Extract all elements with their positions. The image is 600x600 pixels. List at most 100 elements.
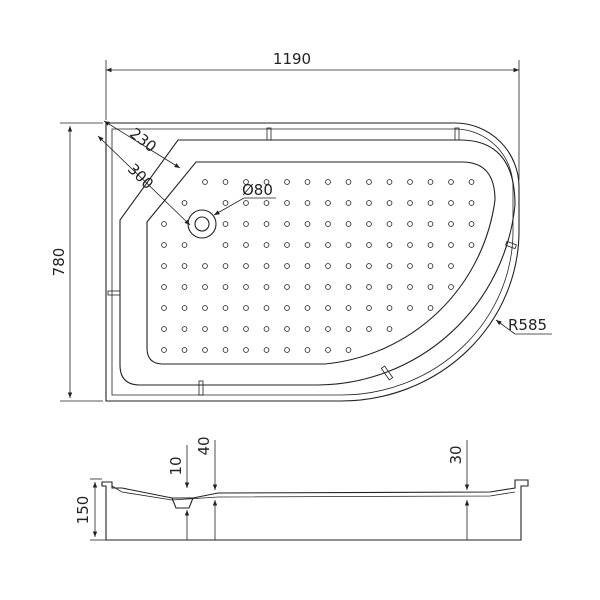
anti-slip-dot <box>161 263 167 269</box>
anti-slip-dots <box>161 179 475 353</box>
anti-slip-dot <box>243 305 249 311</box>
anti-slip-dot <box>325 326 331 332</box>
anti-slip-dot <box>407 242 413 248</box>
anti-slip-dot <box>386 200 393 206</box>
anti-slip-dot <box>181 242 188 248</box>
anti-slip-dot <box>263 284 270 290</box>
anti-slip-dot <box>222 221 229 227</box>
drain-depth-dimension: 10 <box>167 445 190 540</box>
anti-slip-dot <box>202 326 208 332</box>
drain-dimension: Ø80 <box>213 181 276 216</box>
anti-slip-dot <box>243 200 249 206</box>
anti-slip-dot <box>407 179 413 185</box>
anti-slip-dot <box>243 242 249 248</box>
anti-slip-dot <box>345 326 352 332</box>
anti-slip-dot <box>407 221 413 227</box>
anti-slip-dot <box>345 263 352 269</box>
height-label: 150 <box>74 496 92 525</box>
anti-slip-dot <box>386 221 393 227</box>
anti-slip-dot <box>304 305 311 311</box>
anti-slip-dot <box>345 305 352 311</box>
anti-slip-dot <box>427 263 434 269</box>
depth-label: 780 <box>50 248 68 277</box>
anti-slip-dot <box>304 179 311 185</box>
anti-slip-dot <box>243 284 249 290</box>
anti-slip-dot <box>366 284 372 290</box>
tray-profile-outline <box>101 479 529 541</box>
anti-slip-dot <box>284 326 290 332</box>
anti-slip-dot <box>222 347 229 353</box>
anti-slip-dot <box>243 263 249 269</box>
anti-slip-dot <box>222 305 229 311</box>
anti-slip-dot <box>161 221 167 227</box>
drain-outer <box>187 209 217 239</box>
anti-slip-dot <box>325 179 331 185</box>
anti-slip-dot <box>386 305 393 311</box>
anti-slip-dot <box>325 242 331 248</box>
anti-slip-dot <box>304 242 311 248</box>
anti-slip-dot <box>263 221 270 227</box>
anti-slip-dot <box>366 242 372 248</box>
anti-slip-dot <box>222 242 229 248</box>
anti-slip-dot <box>263 242 270 248</box>
anti-slip-dot <box>345 179 352 185</box>
tray-outer-outline <box>105 122 520 402</box>
anti-slip-dot <box>407 200 413 206</box>
anti-slip-dot <box>345 221 352 227</box>
anti-slip-dot <box>448 200 454 206</box>
anti-slip-dot <box>366 179 372 185</box>
radius-label: R585 <box>508 316 547 334</box>
drain-trap <box>171 497 194 509</box>
left-height-label: 40 <box>195 436 213 455</box>
anti-slip-dot <box>222 179 229 185</box>
anti-slip-dot <box>427 221 434 227</box>
anti-slip-dot <box>386 284 393 290</box>
anti-slip-dot <box>407 284 413 290</box>
anti-slip-dot <box>366 263 372 269</box>
anti-slip-dot <box>448 242 454 248</box>
anti-slip-dot <box>284 179 290 185</box>
tray-profile-inner <box>111 485 516 501</box>
left-height-dimension: 40 <box>195 436 218 540</box>
anti-slip-dot <box>366 200 372 206</box>
anti-slip-dot <box>284 284 290 290</box>
anti-slip-dot <box>304 326 311 332</box>
anti-slip-dot <box>202 284 208 290</box>
anti-slip-dot <box>202 347 208 353</box>
anti-slip-dot <box>325 200 331 206</box>
anti-slip-dot <box>161 284 167 290</box>
anti-slip-dot <box>161 242 167 248</box>
drain-inner <box>194 216 210 232</box>
anti-slip-dot <box>181 200 188 206</box>
top-view: 1190 780 230 300 Ø80 R585 <box>50 50 552 402</box>
anti-slip-dot <box>263 179 270 185</box>
anti-slip-dot <box>284 347 290 353</box>
anti-slip-dot <box>263 200 270 206</box>
anti-slip-dot <box>427 179 434 185</box>
anti-slip-dot <box>325 221 331 227</box>
tray-basin <box>119 139 516 386</box>
drain-diameter-label: Ø80 <box>242 181 273 199</box>
anti-slip-dot <box>243 326 249 332</box>
anti-slip-dot <box>325 305 331 311</box>
anti-slip-dot <box>427 284 434 290</box>
anti-slip-dot <box>366 326 372 332</box>
height-dimension: 150 <box>74 478 106 541</box>
anti-slip-dot <box>181 284 188 290</box>
rim-ticks <box>107 127 517 396</box>
anti-slip-dot <box>243 347 249 353</box>
anti-slip-dot <box>386 179 393 185</box>
anti-slip-dot <box>181 347 188 353</box>
anti-slip-dot <box>448 284 454 290</box>
anti-slip-dot <box>161 326 167 332</box>
anti-slip-dot <box>181 263 188 269</box>
anti-slip-dot <box>181 305 188 311</box>
anti-slip-dot <box>366 305 372 311</box>
depth-dimension: 780 <box>50 122 103 402</box>
anti-slip-dot <box>284 242 290 248</box>
anti-slip-dot <box>468 221 475 227</box>
anti-slip-dot <box>386 326 393 332</box>
anti-slip-dot <box>427 305 434 311</box>
anti-slip-dot <box>345 284 352 290</box>
anti-slip-dot <box>448 179 454 185</box>
